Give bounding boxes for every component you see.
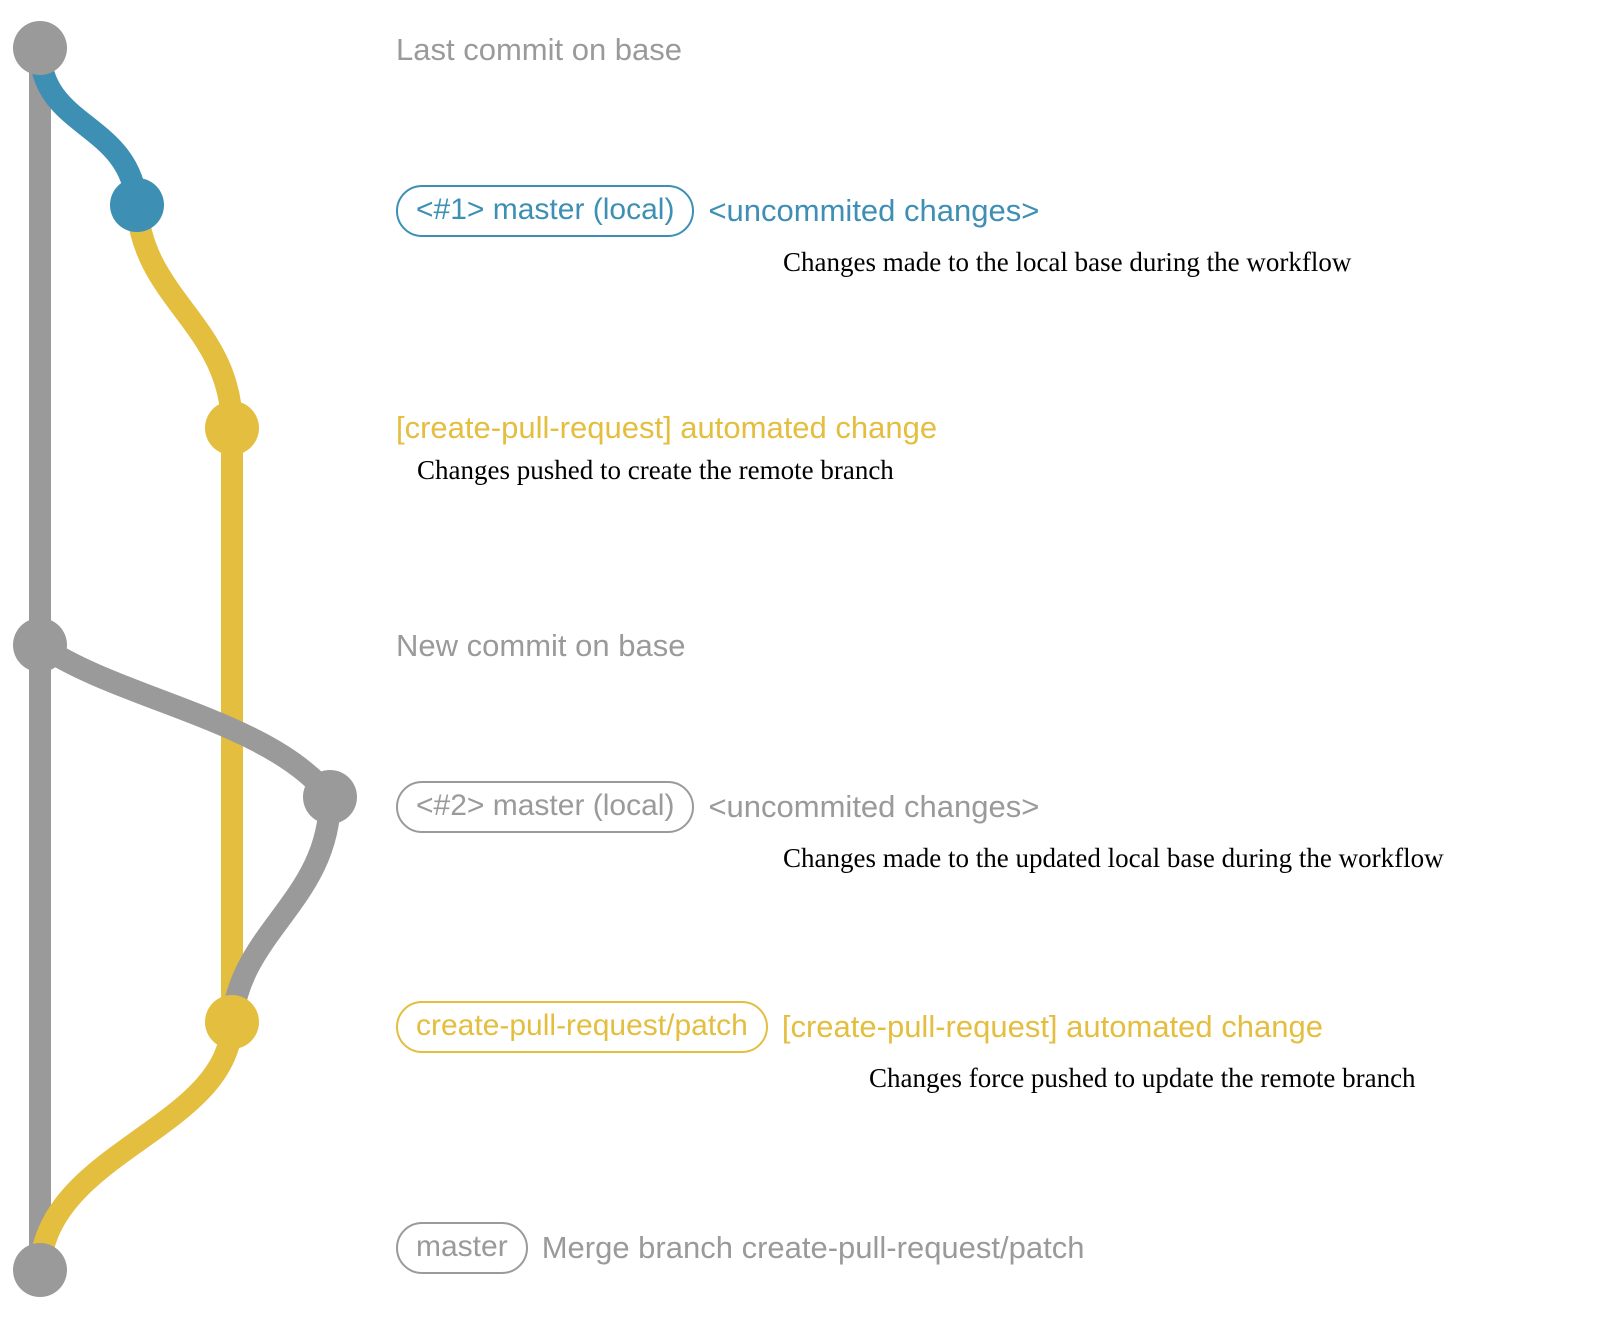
branch-badge-master-local-2[interactable]: <#2> master (local) [396,781,695,833]
commit-node-base-top[interactable] [13,21,67,75]
row-merge-branch: master Merge branch create-pull-request/… [396,1222,1084,1274]
commit-message: [create-pull-request] automated change [396,410,938,445]
edge-basenew-to-local2 [29,634,341,808]
row-master-local-2: <#2> master (local) <uncommited changes>… [396,781,1444,874]
edge-local1-to-patch1 [126,194,243,439]
row-head: <#1> master (local) <uncommited changes> [396,185,1351,237]
commit-description: Changes made to the updated local base d… [783,842,1444,873]
row-head: master Merge branch create-pull-request/… [396,1222,1084,1274]
commit-message: [create-pull-request] automated change [781,1008,1323,1044]
branch-badge-master[interactable]: master [396,1222,528,1274]
row-master-local-1: <#1> master (local) <uncommited changes>… [396,185,1351,278]
commit-description: Changes pushed to create the remote bran… [417,455,894,486]
row-head: Last commit on base [396,32,683,67]
row-head: New commit on base [396,628,686,663]
commit-message: <uncommited changes> [708,788,1040,824]
row-new-commit-on-base: New commit on base [396,628,686,663]
row-automated-change-1: [create-pull-request] automated change C… [396,410,938,486]
commit-node-local-1[interactable] [110,178,164,232]
row-head: <#2> master (local) <uncommited changes> [396,781,1444,833]
commit-message: <uncommited changes> [708,192,1040,228]
row-automated-change-2: create-pull-request/patch [create-pull-r… [396,1001,1416,1094]
edge-local2-to-patch2 [221,786,341,1033]
commit-message: New commit on base [396,628,686,663]
commit-graph [13,21,357,1297]
row-last-commit-on-base: Last commit on base [396,32,683,67]
branch-badge-master-local-1[interactable]: <#1> master (local) [396,185,695,237]
commit-message: Last commit on base [396,32,683,67]
edge-patch2-to-merge [29,1011,243,1281]
commit-node-patch-1[interactable] [205,401,259,455]
commit-node-merge[interactable] [13,1243,67,1297]
commit-node-local-2[interactable] [303,770,357,824]
row-head: create-pull-request/patch [create-pull-r… [396,1001,1416,1053]
commit-node-base-new[interactable] [13,618,67,672]
commit-message: Merge branch create-pull-request/patch [541,1229,1085,1265]
commit-description: Changes made to the local base during th… [783,246,1352,277]
row-head: [create-pull-request] automated change [396,410,938,445]
commit-node-patch-2[interactable] [205,995,259,1049]
branch-badge-create-pull-request-patch[interactable]: create-pull-request/patch [396,1001,768,1053]
edge-base-to-local1 [29,37,148,216]
commit-description: Changes force pushed to update the remot… [869,1062,1416,1093]
